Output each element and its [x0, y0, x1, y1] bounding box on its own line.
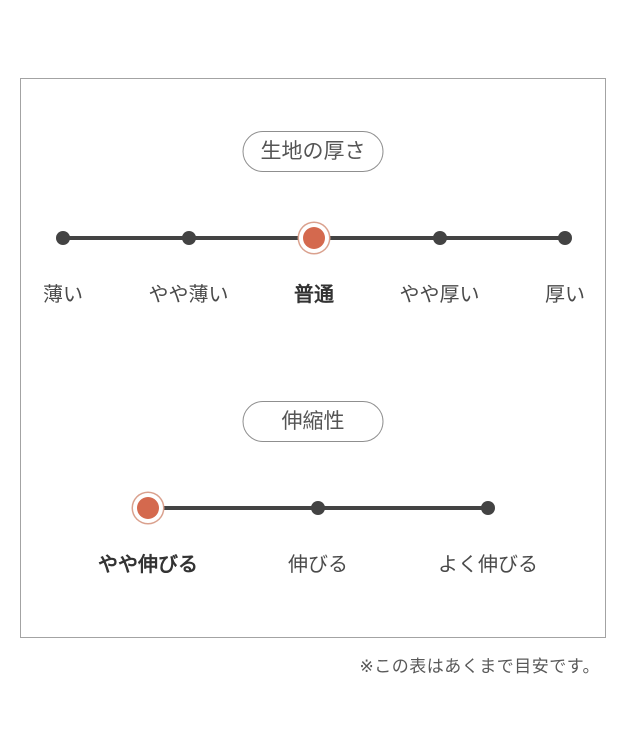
footnote: ※この表はあくまで目安です。	[359, 657, 600, 676]
scale-option-label: よく伸びる	[438, 554, 538, 576]
scale-option-label: 伸びる	[288, 554, 348, 576]
scale-dot-selected	[137, 497, 159, 519]
scale-dot-selected	[303, 227, 325, 249]
scale-option-label: 薄い	[43, 284, 83, 306]
scale-fabric-thickness: 生地の厚さ 薄い やや薄い 普通 やや厚い 厚い	[21, 131, 605, 306]
scale-dot	[481, 501, 495, 515]
scale-title: 伸縮性	[281, 410, 345, 433]
scale-option-label-selected: やや伸びる	[98, 554, 198, 576]
scale-option-label: やや厚い	[399, 284, 480, 306]
scale-dot	[181, 231, 196, 245]
scale-dot	[558, 231, 572, 245]
scale-dot	[311, 501, 325, 515]
scale-option-label-selected: 普通	[294, 284, 334, 306]
scale-stretchiness: 伸縮性 やや伸びる 伸びる よく伸びる	[21, 401, 605, 576]
spec-chart-box: 生地の厚さ 薄い やや薄い 普通 やや厚い 厚い 伸縮性 やや伸びる 伸びる よく伸びる	[20, 78, 606, 638]
scale-title-pill: 伸縮性	[242, 401, 384, 443]
scale-title: 生地の厚さ	[260, 140, 366, 163]
scale-track-area: 薄い やや薄い 普通 やや厚い 厚い	[43, 131, 585, 306]
scale-dot	[56, 231, 70, 245]
scale-dot	[432, 231, 447, 245]
scale-option-label: 厚い	[545, 284, 585, 306]
scale-track-area: やや伸びる 伸びる よく伸びる	[98, 401, 538, 576]
scale-option-label: やや薄い	[148, 284, 229, 306]
scale-title-pill: 生地の厚さ	[242, 131, 384, 173]
